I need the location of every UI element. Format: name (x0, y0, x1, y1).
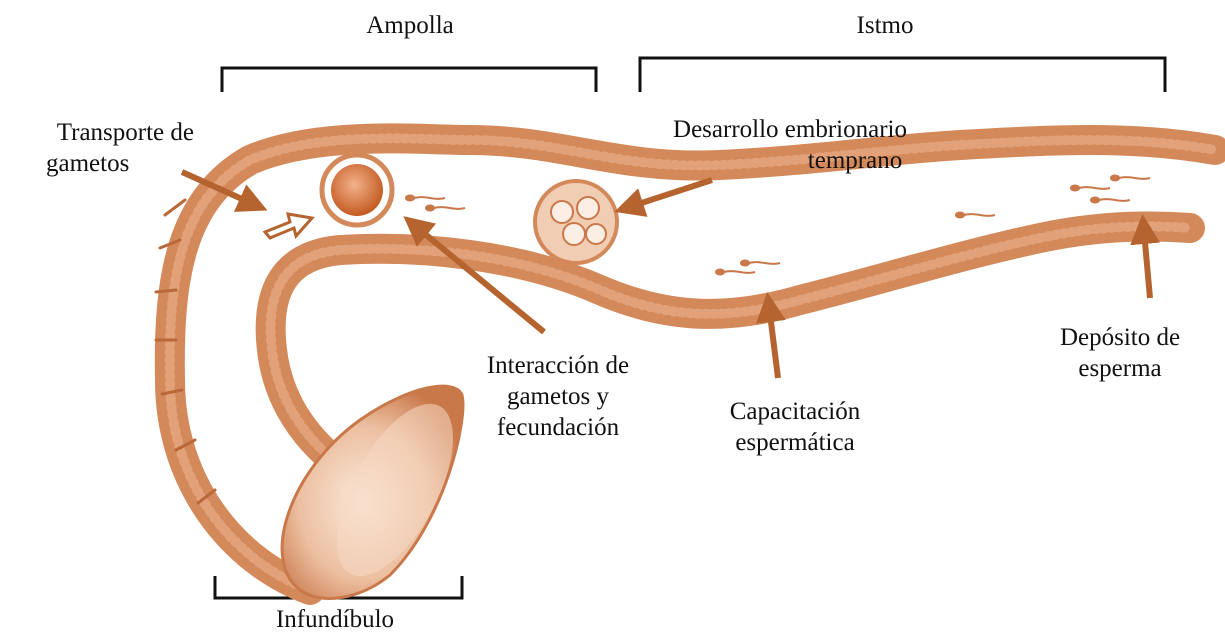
region-label-infundibulum: Infundíbulo (255, 604, 415, 635)
region-label-isthmus: Istmo (830, 10, 940, 41)
ampulla-bracket (222, 68, 596, 92)
label-capacitation: Capacitación espermática (695, 396, 895, 458)
label-early-development: Desarrollo embrionario temprano (640, 114, 940, 176)
hollow-arrow (265, 214, 312, 238)
label-fertilization: Interacción de gametos y fecundación (458, 350, 658, 443)
oocyte (322, 155, 392, 225)
isthmus-bracket (640, 58, 1165, 92)
label-sperm-reservoir: Depósito de esperma (1030, 322, 1210, 384)
label-gamete-transport: Transporte de gametos (4, 117, 194, 179)
arrow-early-development (620, 180, 712, 210)
early-embryo (535, 181, 617, 263)
region-label-ampulla: Ampolla (340, 10, 480, 41)
